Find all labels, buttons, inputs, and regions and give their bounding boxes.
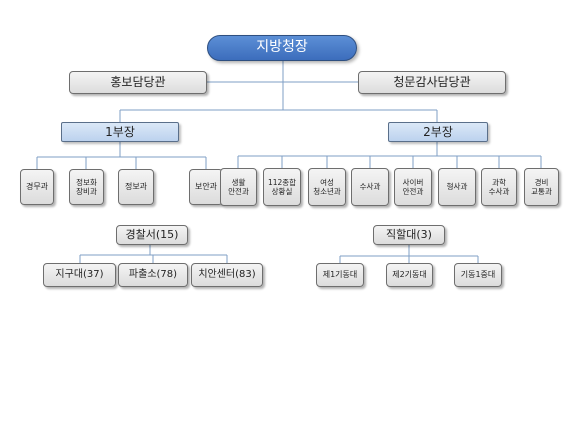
direct-unit-box: 직할대(3) [373,225,445,245]
dept1-unit: 정보화 장비과 [69,169,104,205]
dept2-unit: 수사과 [351,168,389,206]
dept2-unit: 사이버 안전과 [394,168,432,206]
station-box: 경찰서(15) [116,225,188,245]
direct-unit: 제2기동대 [386,263,433,287]
audit-officer-box: 청문감사담당관 [358,71,506,94]
dept1-box: 1부장 [61,122,179,142]
dept1-unit: 경무과 [20,169,54,205]
dept2-unit: 생활 안전과 [220,168,257,206]
dept2-unit: 112종합 상황실 [263,168,301,206]
station-unit: 지구대(37) [43,263,116,287]
dept1-unit: 정보과 [118,169,154,205]
dept1-unit: 보안과 [189,169,223,205]
dept2-box: 2부장 [388,122,488,142]
dept2-unit: 과학 수사과 [481,168,517,206]
dept2-unit: 형사과 [438,168,476,206]
dept2-unit: 경비 교통과 [524,168,559,206]
dept2-unit: 여성 청소년과 [308,168,346,206]
direct-unit: 제1기동대 [316,263,364,287]
commissioner-box: 지방청장 [207,35,357,61]
station-unit: 파출소(78) [118,263,188,287]
direct-unit: 기동1중대 [454,263,502,287]
station-unit: 치안센터(83) [191,263,263,287]
pr-officer-box: 홍보담당관 [69,71,207,94]
